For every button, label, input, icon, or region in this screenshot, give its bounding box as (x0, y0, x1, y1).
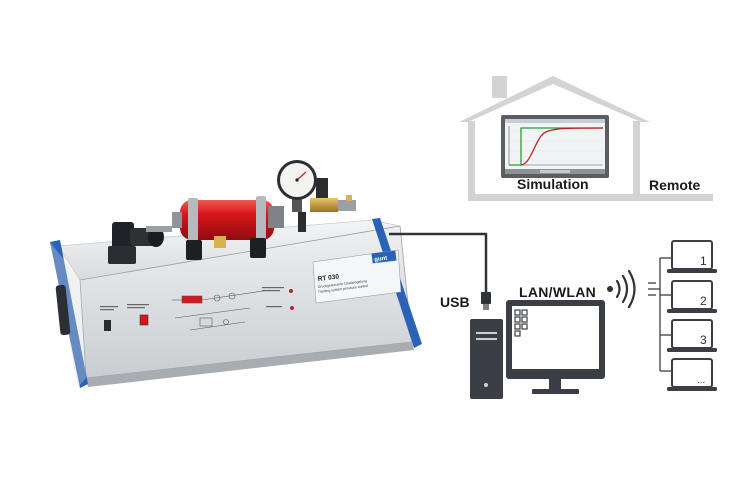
client-number-2: 2 (700, 294, 707, 308)
pc-monitor (506, 300, 605, 394)
usb-cable (389, 232, 491, 310)
pc-tower (470, 319, 503, 399)
pressure-gauge (277, 160, 317, 212)
model-subtitle-de: Druckgesteuerte Druckregelung (318, 279, 368, 289)
client-number-1: 1 (700, 254, 707, 268)
brand-logo: gunt (374, 256, 388, 264)
control-valve (268, 178, 356, 232)
training-unit: RT 030 Druckgesteuerte Druckregelung Tra… (50, 160, 422, 388)
client-laptop-2: 2 (667, 280, 717, 313)
network-tree (648, 257, 672, 372)
client-number-3: 3 (700, 333, 707, 347)
lan-wlan-label: LAN/WLAN (519, 284, 597, 300)
pump-motor (108, 222, 172, 264)
client-laptop-3: 3 (667, 319, 717, 352)
process-schematic (172, 289, 271, 331)
indicator-lamp-1 (289, 289, 293, 293)
remote-label: Remote (649, 177, 701, 193)
house-outline (459, 76, 713, 201)
usb-plug (481, 292, 491, 304)
usb-label: USB (440, 294, 470, 310)
app-icons (514, 309, 528, 337)
model-label: RT 030 (317, 273, 339, 283)
step-signal (509, 127, 603, 166)
simulation-monitor (501, 115, 609, 178)
indicator-lamp-2 (290, 306, 294, 310)
mode-switch (139, 314, 149, 326)
response-curve (520, 127, 604, 166)
main-switch (104, 320, 111, 331)
simulation-label: Simulation (517, 176, 589, 192)
model-subtitle-en: Training system pressure control (318, 284, 369, 294)
pressure-tank (172, 196, 274, 260)
client-laptop-1: 1 (667, 240, 717, 273)
client-number-more: ... (697, 375, 705, 386)
client-laptop-more: ... (667, 358, 717, 391)
wifi-signal-icon (607, 269, 636, 309)
